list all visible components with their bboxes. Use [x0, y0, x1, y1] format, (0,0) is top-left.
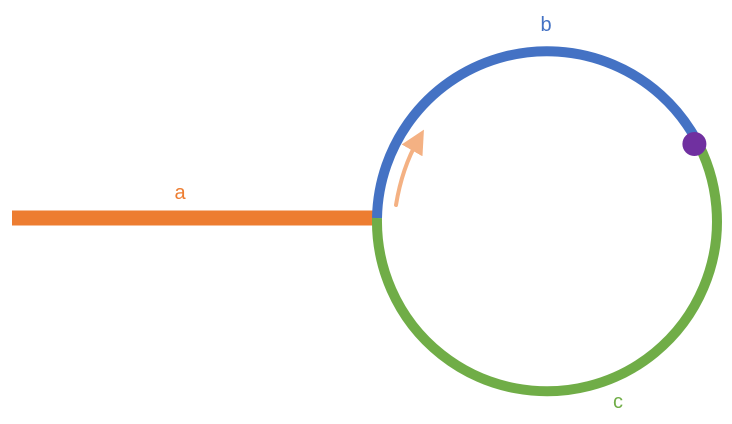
segment-a-label: a: [174, 182, 186, 204]
segment-c-arc: [371, 134, 722, 397]
direction-arrow-icon: [394, 129, 424, 207]
meeting-point-dot: [682, 132, 707, 156]
segment-c-label: c: [613, 391, 623, 413]
segment-b-label: b: [540, 14, 551, 36]
segment-b-arc: [372, 46, 699, 219]
